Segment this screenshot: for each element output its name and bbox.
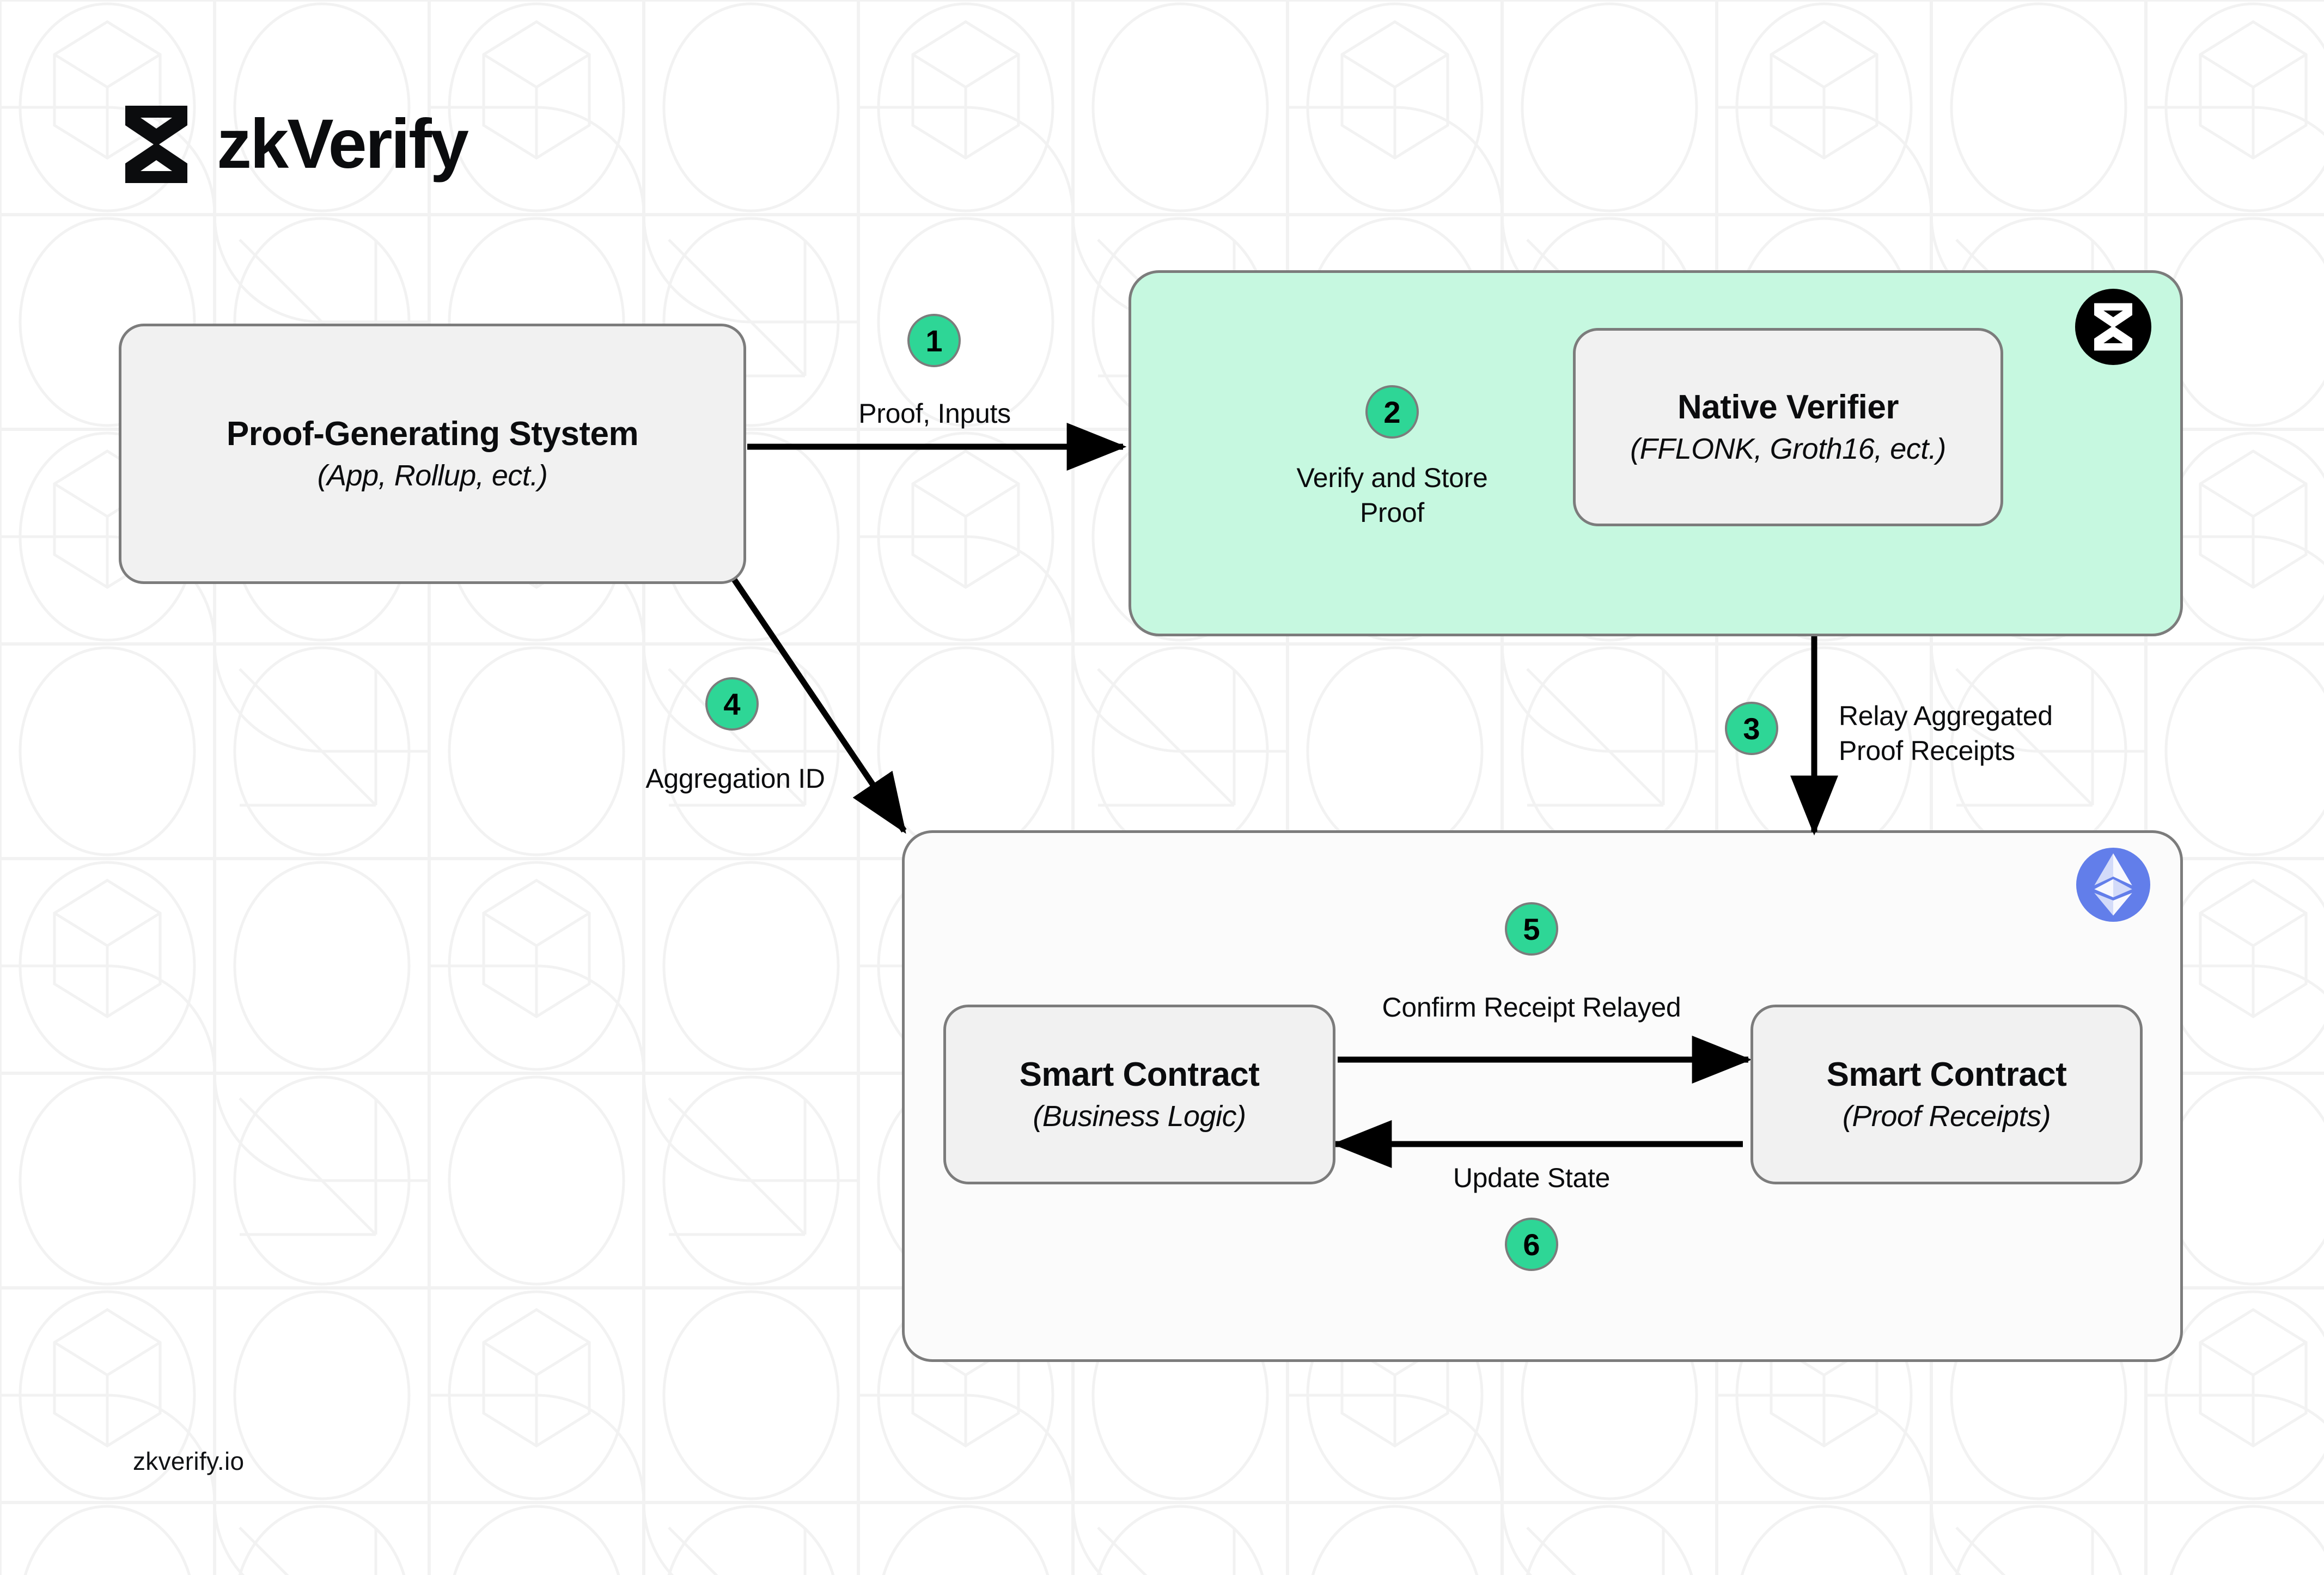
- node-subtitle: (FFLONK, Groth16, ect.): [1630, 432, 1946, 465]
- step-badge-number: 1: [925, 323, 943, 358]
- step-badge-2: 2: [1365, 385, 1419, 439]
- node-title: Native Verifier: [1677, 388, 1899, 427]
- step-badge-number: 3: [1743, 711, 1760, 746]
- node-subtitle: (Business Logic): [1033, 1099, 1246, 1133]
- ethereum-diamond-glyph-icon: [2094, 853, 2132, 916]
- zkverify-circle-logo-icon: [2075, 289, 2151, 365]
- zkverify-hourglass-logo-icon: [125, 106, 187, 183]
- node-native-verifier[interactable]: Native Verifier (FFLONK, Groth16, ect.): [1573, 328, 2003, 526]
- node-title: Smart Contract: [1019, 1056, 1260, 1094]
- node-smart-contract-proof-receipts[interactable]: Smart Contract (Proof Receipts): [1750, 1005, 2143, 1184]
- edge-label-relay-aggregated-proof-receipts: Relay Aggregated Proof Receipts: [1839, 701, 2053, 766]
- step-badge-6: 6: [1505, 1218, 1558, 1271]
- step-badge-number: 5: [1523, 911, 1540, 946]
- ethereum-diamond-icon: [2076, 848, 2150, 922]
- step-badge-1: 1: [907, 314, 961, 367]
- node-title: Smart Contract: [1826, 1056, 2067, 1094]
- edge-label-verify-store-proof: Verify and Store Proof: [1296, 463, 1488, 528]
- step-badge-number: 4: [723, 686, 741, 721]
- step-badge-number: 2: [1383, 394, 1401, 429]
- edge-label-update-state: Update State: [1453, 1163, 1611, 1193]
- node-proof-generating-system[interactable]: Proof-Generating Stystem (App, Rollup, e…: [119, 324, 746, 584]
- step-badge-number: 6: [1523, 1227, 1540, 1262]
- node-subtitle: (Proof Receipts): [1842, 1099, 2051, 1133]
- footer-url[interactable]: zkverify.io: [133, 1447, 245, 1475]
- edge-label-confirm-receipt-relayed: Confirm Receipt Relayed: [1382, 992, 1681, 1023]
- node-smart-contract-business-logic[interactable]: Smart Contract (Business Logic): [943, 1005, 1335, 1184]
- edge-label-proof-inputs: Proof, Inputs: [858, 398, 1011, 429]
- brand-wordmark: zkVerify: [217, 105, 469, 183]
- step-badge-3: 3: [1725, 702, 1778, 755]
- step-badge-4: 4: [705, 677, 759, 731]
- edge-label-aggregation-id: Aggregation ID: [645, 763, 825, 794]
- node-subtitle: (App, Rollup, ect.): [317, 459, 548, 492]
- zkverify-hourglass-glyph-icon: [2094, 303, 2132, 351]
- node-title: Proof-Generating Stystem: [226, 415, 639, 453]
- step-badge-5: 5: [1505, 902, 1558, 956]
- brand-logo: zkVerify: [121, 104, 469, 185]
